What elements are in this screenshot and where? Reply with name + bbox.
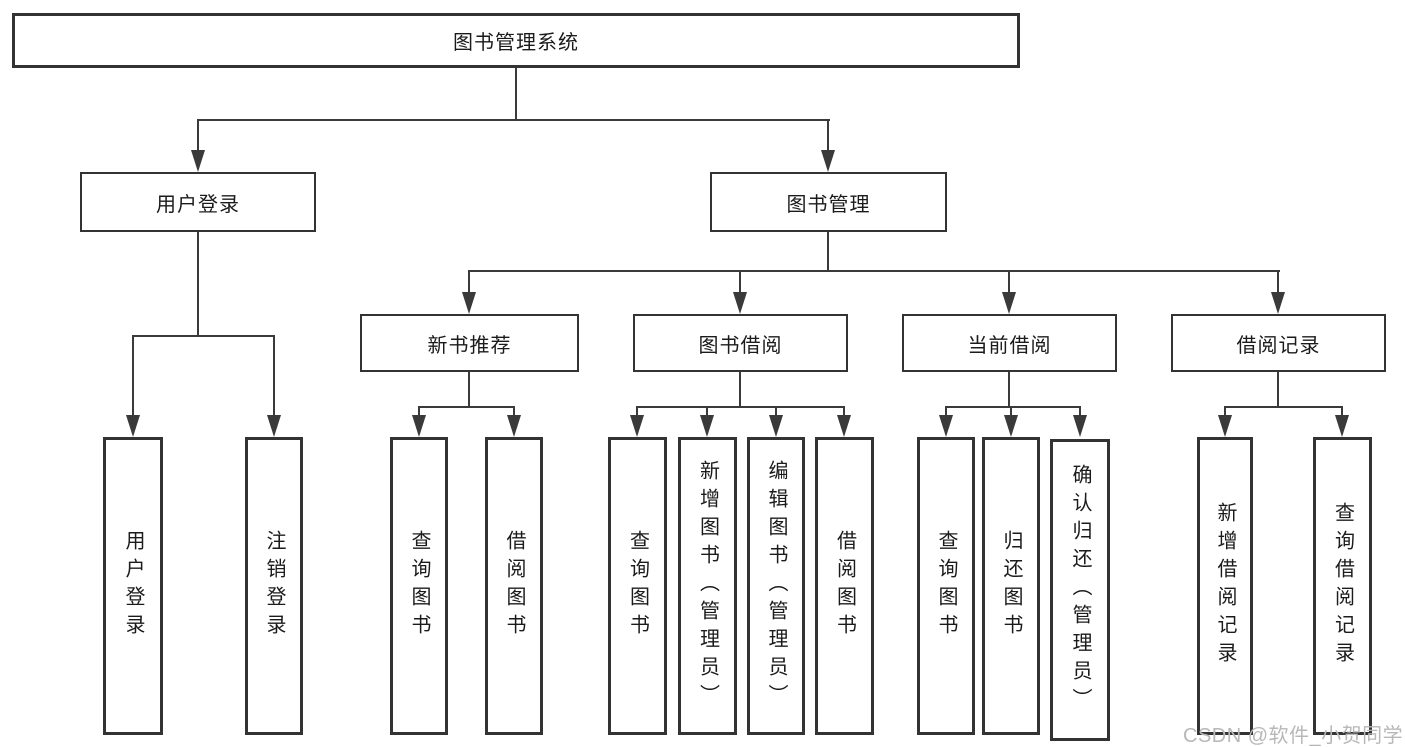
leaf-borrow-query-books: 查询图书 bbox=[608, 437, 667, 735]
leaf-user-login: 用户登录 bbox=[103, 437, 163, 735]
connector-line bbox=[1224, 406, 1343, 408]
csdn-watermark: CSDN @软件_小贺同学 bbox=[1183, 725, 1404, 747]
leaf-label: 查询图书 bbox=[408, 530, 430, 642]
connector-line bbox=[1277, 372, 1279, 407]
arrow-down-icon bbox=[1073, 415, 1087, 437]
connector-line bbox=[739, 372, 741, 407]
leaf-logout-login: 注销登录 bbox=[245, 437, 303, 735]
node-label: 用户登录 bbox=[156, 193, 240, 216]
arrow-down-icon bbox=[821, 150, 835, 172]
arrow-down-icon bbox=[462, 292, 476, 314]
node-new-book-recommend: 新书推荐 bbox=[360, 314, 579, 372]
node-label: 当前借阅 bbox=[967, 334, 1052, 357]
node-label: 图书管理系统 bbox=[453, 32, 579, 54]
connector-line bbox=[197, 119, 830, 121]
leaf-newbook-borrow-books: 借阅图书 bbox=[485, 437, 543, 735]
connector-line bbox=[418, 406, 515, 408]
connector-line bbox=[739, 270, 741, 294]
node-borrow-records: 借阅记录 bbox=[1171, 314, 1386, 372]
connector-line bbox=[636, 406, 638, 418]
connector-line bbox=[827, 119, 829, 152]
node-root-system: 图书管理系统 bbox=[12, 13, 1020, 68]
leaf-current-return-books: 归还图书 bbox=[982, 437, 1040, 735]
arrow-down-icon bbox=[939, 415, 953, 437]
leaf-label: 注销登录 bbox=[263, 530, 285, 642]
connector-line bbox=[636, 406, 845, 408]
arrow-down-icon bbox=[267, 415, 281, 437]
leaf-label: 借阅图书 bbox=[833, 530, 856, 642]
connector-line bbox=[468, 372, 470, 407]
connector-line bbox=[1008, 372, 1010, 407]
arrow-down-icon bbox=[1218, 415, 1232, 437]
connector-line bbox=[418, 406, 420, 418]
arrow-down-icon bbox=[630, 415, 644, 437]
arrow-down-icon bbox=[507, 415, 521, 437]
connector-line bbox=[197, 119, 199, 152]
arrow-down-icon bbox=[733, 292, 747, 314]
connector-line bbox=[1341, 406, 1343, 418]
leaf-label: 查询借阅记录 bbox=[1331, 502, 1354, 670]
node-current-borrow: 当前借阅 bbox=[902, 314, 1117, 372]
leaf-borrow-borrow-books: 借阅图书 bbox=[815, 437, 874, 735]
connector-line bbox=[706, 406, 708, 418]
node-label: 新书推荐 bbox=[427, 334, 512, 357]
connector-line bbox=[513, 406, 515, 418]
node-label: 图书管理 bbox=[786, 193, 871, 216]
leaf-label: 借阅图书 bbox=[503, 530, 525, 642]
connector-line bbox=[945, 406, 947, 418]
leaf-newbook-query-books: 查询图书 bbox=[390, 437, 448, 735]
arrow-down-icon bbox=[1002, 292, 1016, 314]
connector-line bbox=[1008, 270, 1010, 294]
connector-line bbox=[468, 270, 1280, 272]
connector-line bbox=[945, 406, 1081, 408]
arrow-down-icon bbox=[1271, 292, 1285, 314]
arrow-down-icon bbox=[126, 415, 140, 437]
connector-line bbox=[827, 232, 829, 272]
leaf-label: 新增图书（管理员） bbox=[696, 460, 719, 712]
connector-line bbox=[132, 335, 134, 417]
arrow-down-icon bbox=[769, 415, 783, 437]
leaf-label: 确认归还（管理员） bbox=[1069, 464, 1091, 716]
leaf-label: 新增借阅记录 bbox=[1214, 502, 1236, 670]
leaf-label: 用户登录 bbox=[122, 530, 144, 642]
leaf-label: 查询图书 bbox=[626, 530, 649, 642]
connector-line bbox=[197, 232, 199, 336]
arrow-down-icon bbox=[700, 415, 714, 437]
node-label: 图书借阅 bbox=[698, 334, 783, 357]
arrow-down-icon bbox=[191, 150, 205, 172]
connector-line bbox=[775, 406, 777, 418]
node-book-management: 图书管理 bbox=[710, 172, 947, 232]
node-book-borrow: 图书借阅 bbox=[633, 314, 848, 372]
leaf-records-query-borrow-record: 查询借阅记录 bbox=[1313, 437, 1372, 735]
arrow-down-icon bbox=[1004, 415, 1018, 437]
leaf-label: 编辑图书（管理员） bbox=[765, 460, 787, 712]
leaf-current-query-books: 查询图书 bbox=[917, 437, 975, 735]
leaf-label: 归还图书 bbox=[1000, 530, 1022, 642]
leaf-current-confirm-return-admin: 确认归还（管理员） bbox=[1050, 439, 1110, 741]
arrow-down-icon bbox=[1335, 415, 1349, 437]
connector-line bbox=[132, 335, 275, 337]
arrow-down-icon bbox=[412, 415, 426, 437]
connector-line bbox=[273, 335, 275, 417]
connector-line bbox=[1224, 406, 1226, 418]
leaf-records-add-borrow-record: 新增借阅记录 bbox=[1197, 437, 1253, 735]
node-user-login: 用户登录 bbox=[80, 172, 316, 232]
arrow-down-icon bbox=[837, 415, 851, 437]
connector-line bbox=[1277, 270, 1279, 294]
connector-line bbox=[515, 68, 517, 121]
connector-line bbox=[843, 406, 845, 418]
connector-line bbox=[1010, 406, 1012, 418]
connector-line bbox=[1079, 406, 1081, 418]
leaf-borrow-add-books-admin: 新增图书（管理员） bbox=[678, 437, 737, 735]
node-label: 借阅记录 bbox=[1236, 334, 1321, 357]
connector-line bbox=[468, 270, 470, 294]
leaf-label: 查询图书 bbox=[935, 530, 957, 642]
leaf-borrow-edit-books-admin: 编辑图书（管理员） bbox=[747, 437, 805, 735]
